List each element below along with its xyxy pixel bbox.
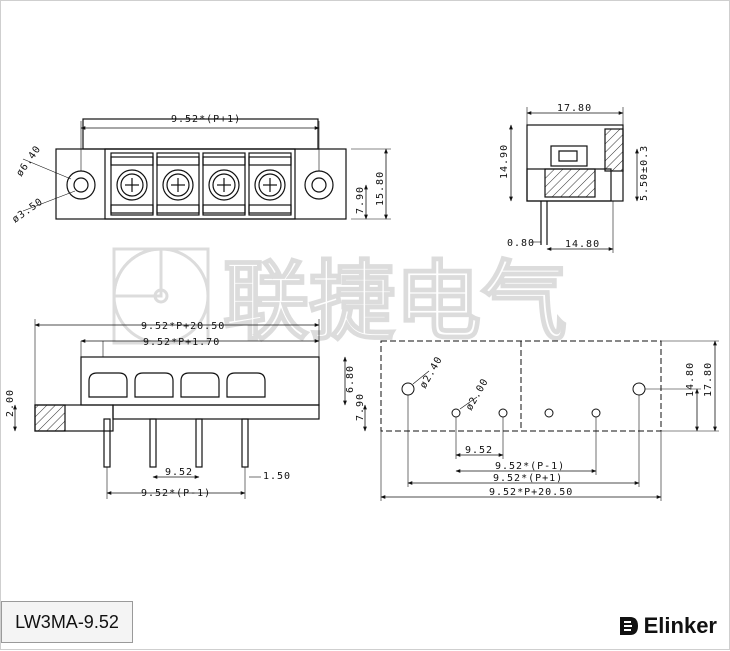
dim-bottom-right-bottom: 7.90 bbox=[355, 393, 366, 421]
terminal-cups bbox=[88, 372, 266, 398]
dim-side-width: 17.80 bbox=[557, 103, 592, 114]
dim-top-height-a: 7.90 bbox=[355, 186, 366, 214]
watermark: 联捷电气 bbox=[112, 247, 568, 353]
dim-bottom-overall: 9.52*P+20.50 bbox=[141, 321, 225, 332]
dim-bottom-pin-dia: 1.50 bbox=[263, 471, 291, 482]
watermark-text: 联捷电气 bbox=[223, 252, 567, 352]
brand-logo: Elinker bbox=[618, 613, 717, 639]
model-label: LW3MA-9.52 bbox=[1, 601, 133, 643]
bottom-front-view bbox=[13, 319, 367, 499]
dim-top-height-b: 15.80 bbox=[375, 171, 386, 206]
dim-hole-outer: ø6.40 bbox=[14, 144, 43, 179]
dim-pcb-small-hole: ø2.00 bbox=[464, 377, 491, 413]
dim-side-pin-width: 0.80 bbox=[507, 238, 535, 249]
terminal-screws bbox=[110, 152, 292, 216]
dim-pcb-big-hole: ø2.40 bbox=[418, 355, 445, 391]
brand-name: Elinker bbox=[643, 613, 717, 638]
pcb-layout bbox=[380, 340, 719, 501]
dim-pcb-height-b: 17.80 bbox=[703, 362, 714, 397]
dim-bottom-inner: 9.52*P+1.70 bbox=[143, 337, 220, 348]
dim-side-height: 14.90 bbox=[499, 144, 510, 179]
dim-side-base-width: 14.80 bbox=[565, 239, 600, 250]
dim-pcb-overall: 9.52*P+20.50 bbox=[489, 487, 573, 498]
dim-pcb-span-p-plus-1: 9.52*(P+1) bbox=[493, 473, 563, 484]
elinker-logo-icon bbox=[619, 617, 638, 635]
dim-bottom-left-height: 2.00 bbox=[5, 389, 16, 417]
dim-top-pitch-width: 9.52*(P+1) bbox=[171, 114, 241, 125]
top-front-view bbox=[22, 118, 391, 220]
dim-side-sub-height: 5.50±0.3 bbox=[639, 145, 650, 201]
dim-bottom-pitch: 9.52 bbox=[165, 467, 193, 478]
dim-hole-inner: ø3.50 bbox=[10, 196, 45, 225]
dim-pcb-height-a: 14.80 bbox=[685, 362, 696, 397]
pins bbox=[103, 418, 249, 468]
dim-pcb-pitch: 9.52 bbox=[465, 445, 493, 456]
side-view bbox=[509, 107, 639, 253]
dim-pcb-span-p-minus-1: 9.52*(P-1) bbox=[495, 461, 565, 472]
dim-bottom-span: 9.52*(P-1) bbox=[141, 488, 211, 499]
dim-bottom-right-top: 6.80 bbox=[345, 365, 356, 393]
